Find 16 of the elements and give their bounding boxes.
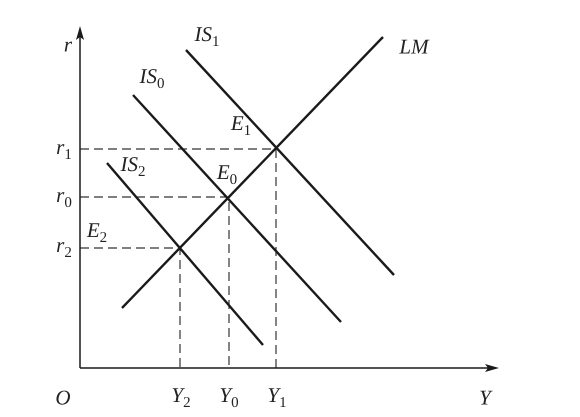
axis-label: Y: [479, 388, 491, 408]
point-label: E$_{2}$: [86, 220, 108, 246]
axis-label: r: [64, 34, 72, 56]
point-label: E$_{0}$: [216, 162, 238, 188]
tick-label: Y$_{1}$: [267, 385, 287, 411]
tick-label: Y$_{0}$: [219, 385, 239, 411]
tick-label: r$_{2}$: [56, 235, 72, 261]
curve-label: IS$_{1}$: [194, 24, 220, 50]
origin-label: O: [55, 388, 71, 408]
tick-label: r$_{0}$: [56, 185, 72, 211]
tick-label: r$_{1}$: [56, 137, 72, 163]
curve-label: IS$_{0}$: [140, 66, 164, 92]
point-label: E$_{1}$: [230, 113, 252, 139]
curve-label: IS$_{2}$: [120, 154, 146, 180]
tick-label: Y$_{2}$: [171, 385, 191, 411]
curve-label: LM: [399, 36, 429, 58]
